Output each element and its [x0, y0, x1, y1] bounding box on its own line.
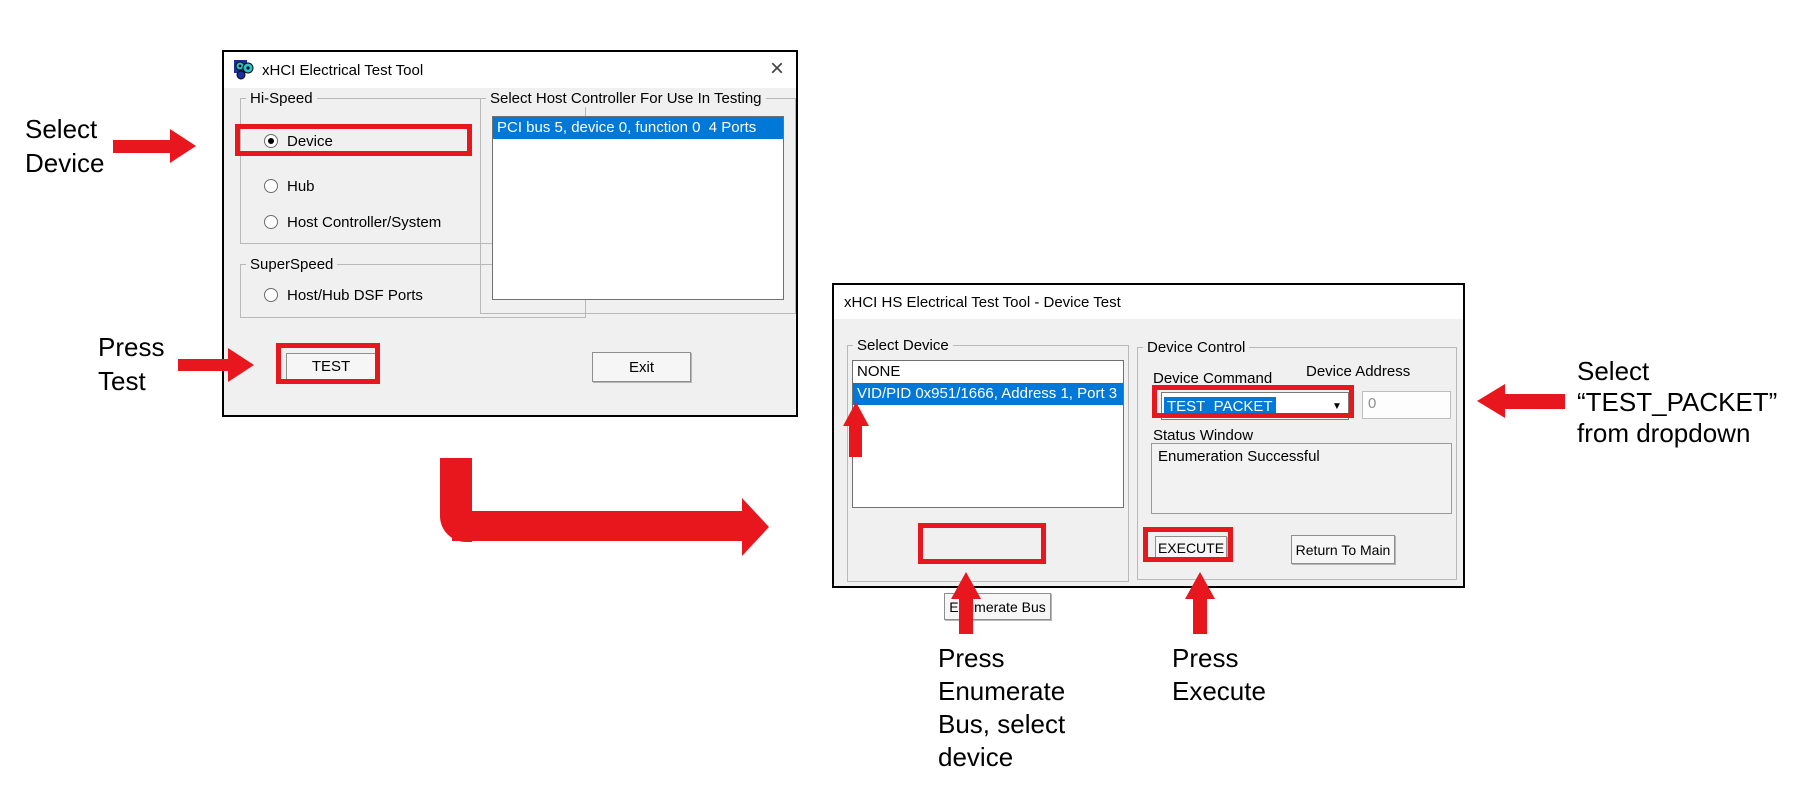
annotation-line: Bus, select [938, 709, 1066, 739]
arrow-select-device-shaft [113, 140, 170, 153]
highlight-box-device-radio [235, 124, 472, 156]
execute-button[interactable]: EXECUTE [1155, 536, 1227, 560]
group-hi-speed-label: Hi-Speed [246, 90, 317, 107]
radio-host-hub-dsf[interactable]: Host/Hub DSF Ports [264, 285, 423, 305]
group-select-device: Select Device NONE VID/PID 0x951/1666, A… [847, 337, 1129, 620]
arrow-execute-icon [1185, 572, 1215, 599]
group-super-speed-label: SuperSpeed [246, 256, 338, 273]
annotation-line: Select [25, 114, 98, 144]
host-controller-list-item[interactable]: PCI bus 5, device 0, function 0 4 Ports [493, 117, 783, 139]
radio-device-label: Device [287, 132, 333, 150]
device-list-item-vidpid[interactable]: VID/PID 0x951/1666, Address 1, Port 3 [853, 383, 1123, 405]
group-hi-speed: Hi-Speed Device Hub Host Controller/Syst… [240, 90, 586, 244]
radio-host-hub-dsf-label: Host/Hub DSF Ports [287, 286, 423, 304]
radio-hub[interactable]: Hub [264, 176, 315, 196]
annotation-line: Enumerate [938, 676, 1066, 706]
device-command-label: Device Command [1153, 370, 1273, 387]
arrow-device-list-shaft [849, 424, 862, 457]
annotation-line: Execute [1172, 676, 1266, 706]
radio-host-controller-system-label: Host Controller/System [287, 213, 442, 231]
status-window-label: Status Window [1153, 427, 1254, 444]
annotation-line: Press [1172, 643, 1239, 673]
group-super-speed: SuperSpeed Host/Hub DSF Ports [240, 256, 586, 318]
highlight-box-test-button [276, 343, 380, 384]
arrow-press-test-shaft [178, 359, 228, 371]
annotation-press-test: Press Test [98, 330, 164, 398]
group-device-control-label: Device Control [1143, 339, 1250, 356]
annotation-select-test-packet: Select “TEST_PACKET” from dropdown [1577, 356, 1777, 449]
app-gears-icon [234, 60, 254, 80]
arrow-device-list-icon [843, 402, 869, 426]
annotation-line: from dropdown [1577, 418, 1751, 448]
highlight-box-execute-button [1143, 527, 1233, 562]
device-listbox[interactable]: NONE VID/PID 0x951/1666, Address 1, Port… [852, 360, 1124, 508]
radio-hub-label: Hub [287, 177, 315, 195]
device-address-label: Device Address [1306, 363, 1411, 380]
device-list-item-none[interactable]: NONE [857, 363, 901, 380]
annotation-line: “TEST_PACKET” [1577, 387, 1778, 417]
arrow-test-packet-shaft [1503, 394, 1565, 409]
status-window: Enumeration Successful [1151, 443, 1452, 514]
exit-button[interactable]: Exit [592, 352, 691, 382]
annotation-select-device: Select Device [25, 112, 104, 180]
radio-host-controller-system[interactable]: Host Controller/System [264, 212, 441, 232]
group-select-device-label: Select Device [853, 337, 953, 354]
window-xhci-test-tool: xHCI Electrical Test Tool × Hi-Speed Dev… [222, 50, 798, 417]
return-to-main-button[interactable]: Return To Main [1291, 535, 1395, 564]
group-host-controller: Select Host Controller For Use In Testin… [480, 90, 796, 314]
flow-arrow-icon [742, 498, 769, 556]
radio-hub-icon[interactable] [264, 179, 278, 193]
annotation-line: Device [25, 148, 105, 178]
group-host-controller-label: Select Host Controller For Use In Testin… [486, 90, 766, 107]
window-device-test: xHCI HS Electrical Test Tool - Device Te… [832, 283, 1465, 620]
window1-titlebar: xHCI Electrical Test Tool × [224, 52, 796, 88]
annotation-line: Select [1577, 356, 1650, 386]
device-address-field[interactable]: 0 [1362, 391, 1451, 419]
radio-device-icon[interactable] [264, 134, 278, 148]
arrow-test-packet-icon [1477, 384, 1505, 418]
annotation-line: device [938, 742, 1014, 772]
host-controller-listbox[interactable]: PCI bus 5, device 0, function 0 4 Ports [492, 116, 784, 300]
annotation-press-enumerate: Press Enumerate Bus, select device [938, 642, 1065, 774]
device-command-value: TEST_PACKET [1164, 396, 1276, 416]
window2-title: xHCI HS Electrical Test Tool - Device Te… [844, 293, 1121, 311]
annotation-line: Test [98, 366, 146, 396]
arrow-select-device-icon [170, 129, 196, 163]
arrow-press-test-icon [228, 348, 254, 382]
arrow-enumerate-shaft [959, 597, 973, 634]
annotation-press-execute: Press Execute [1172, 642, 1266, 708]
highlight-box-command-dropdown [1152, 385, 1354, 418]
annotation-line: Press [938, 643, 1005, 673]
annotation-line: Press [98, 332, 165, 362]
test-button[interactable]: TEST [286, 353, 376, 380]
radio-host-controller-system-icon[interactable] [264, 215, 278, 229]
window2-titlebar: xHCI HS Electrical Test Tool - Device Te… [834, 285, 1463, 319]
radio-device[interactable]: Device [264, 131, 333, 151]
close-icon[interactable]: × [769, 55, 784, 82]
radio-host-hub-dsf-icon[interactable] [264, 288, 278, 302]
window1-title: xHCI Electrical Test Tool [262, 61, 424, 79]
highlight-box-enumerate-button [918, 523, 1046, 564]
flow-arrow-horizontal-shaft [452, 511, 743, 541]
chevron-down-icon[interactable]: ▼ [1332, 400, 1342, 412]
arrow-execute-shaft [1193, 597, 1207, 634]
arrow-enumerate-icon [951, 572, 981, 599]
